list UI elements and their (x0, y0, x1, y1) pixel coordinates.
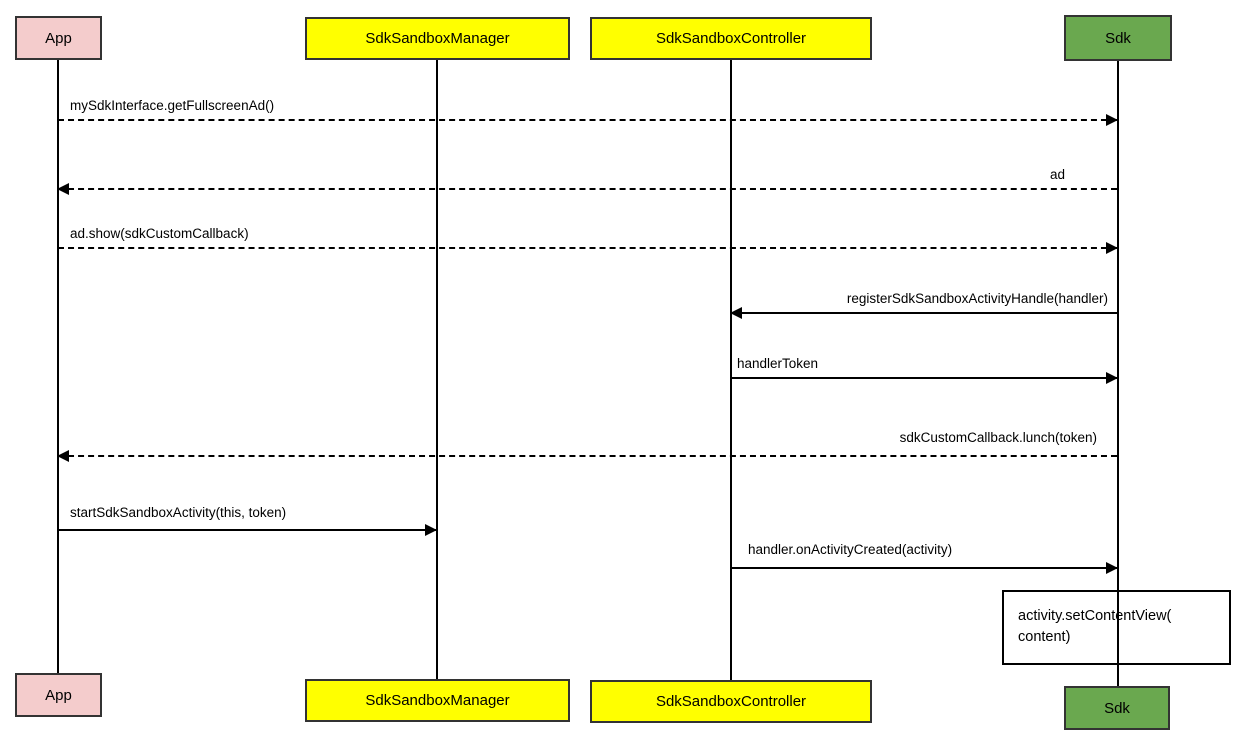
message-arrow-startactivity (58, 524, 437, 536)
note-setcontentview: activity.setContentView( content) (1002, 590, 1231, 665)
note-line1: activity.setContentView( (1018, 608, 1172, 624)
message-arrow-onactivitycreated (731, 562, 1118, 574)
message-label: ad.show(sdkCustomCallback) (70, 226, 249, 241)
message-label: sdkCustomCallback.lunch(token) (899, 430, 1097, 445)
message-arrow-callback-lunch (57, 450, 1117, 462)
message-arrow-getfullscreenad (58, 114, 1118, 126)
message-label: registerSdkSandboxActivityHandle(handler… (846, 291, 1108, 306)
note-line2: content) (1018, 629, 1071, 645)
message-arrow-ad-return (57, 183, 1117, 195)
message-label: handlerToken (737, 356, 819, 371)
actor-manager-top: SdkSandboxManager (305, 17, 570, 60)
actor-sdk-label: Sdk (1104, 699, 1130, 717)
actor-sdk-bottom: Sdk (1064, 686, 1170, 730)
lifeline-manager (436, 60, 438, 679)
message-arrow-register-handle (730, 307, 1117, 319)
actor-app-label: App (45, 686, 72, 704)
message-arrow-handlertoken (731, 372, 1118, 384)
message-arrow-ad-show (58, 242, 1118, 254)
lifeline-sdk (1117, 61, 1119, 686)
actor-controller-label: SdkSandboxController (655, 693, 807, 710)
actor-manager-label: SdkSandboxManager (365, 30, 510, 47)
message-label: startSdkSandboxActivity(this, token) (70, 505, 287, 520)
actor-controller-bottom: SdkSandboxController (590, 680, 872, 723)
message-label: ad (1049, 167, 1065, 182)
actor-controller-label: SdkSandboxController (655, 30, 807, 47)
actor-sdk-top: Sdk (1064, 15, 1172, 61)
actor-app-top: App (15, 16, 102, 60)
lifeline-app (57, 60, 59, 673)
actor-controller-top: SdkSandboxController (590, 17, 872, 60)
actor-app-label: App (45, 29, 72, 47)
lifeline-controller (730, 60, 732, 680)
actor-manager-label: SdkSandboxManager (365, 692, 510, 709)
actor-sdk-label: Sdk (1105, 29, 1131, 47)
message-label: mySdkInterface.getFullscreenAd() (70, 98, 275, 113)
actor-app-bottom: App (15, 673, 102, 717)
message-label: handler.onActivityCreated(activity) (748, 542, 953, 557)
actor-manager-bottom: SdkSandboxManager (305, 679, 570, 722)
